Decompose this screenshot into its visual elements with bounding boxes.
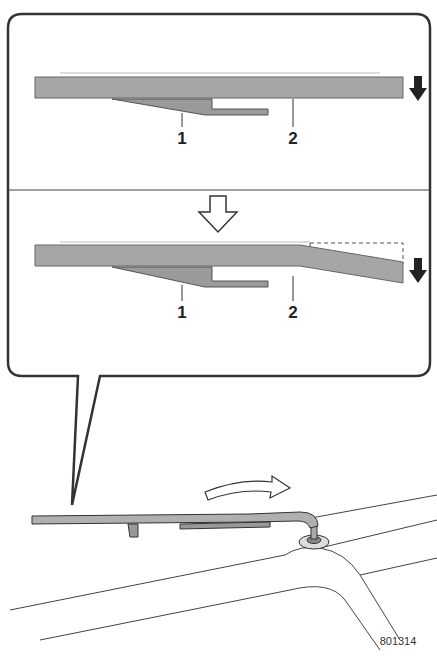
- motion-arrow: [205, 476, 290, 500]
- body-line: [320, 520, 437, 548]
- divider-line: [8, 189, 430, 190]
- body-line: [40, 587, 380, 650]
- outline-line: [60, 73, 380, 74]
- push-arrow: [409, 76, 427, 101]
- body-line: [10, 555, 285, 610]
- leader-line: [293, 99, 294, 127]
- callout-number: 2: [288, 130, 297, 147]
- callout-number: 1: [177, 304, 186, 321]
- callout-number: 1: [177, 130, 186, 147]
- wiper-blade: [180, 522, 270, 529]
- leader-line: [293, 276, 294, 301]
- body-line: [360, 558, 437, 575]
- leader-line: [182, 113, 183, 127]
- wiper-arm-bent: [35, 245, 403, 283]
- callout-frame: [8, 14, 430, 505]
- wiper-arm: [35, 77, 403, 98]
- wiper-blade: [128, 524, 138, 537]
- body-line: [285, 547, 400, 640]
- wiper-blade: [112, 99, 268, 115]
- figure-code: 801314: [380, 636, 417, 647]
- wiper-arm: [32, 512, 318, 528]
- wiper-blade: [112, 267, 268, 287]
- push-arrow: [409, 258, 427, 283]
- body-line: [300, 495, 437, 520]
- callout-number: 2: [288, 304, 297, 321]
- outline-line: [60, 242, 310, 243]
- step-arrow: [199, 196, 237, 232]
- leader-line: [182, 285, 183, 301]
